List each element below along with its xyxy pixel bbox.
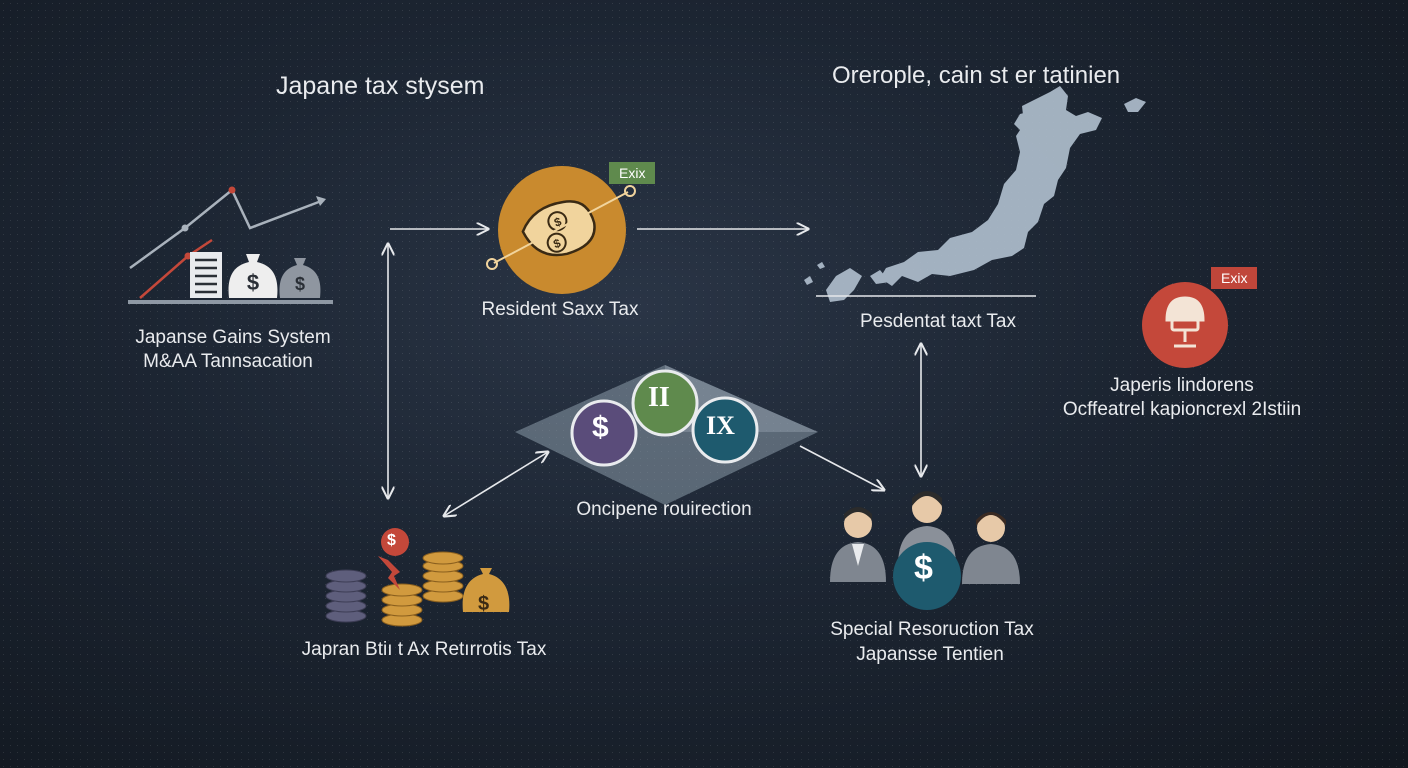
roman-2-badge-text: II bbox=[648, 382, 670, 413]
map-label: Pesdentat taxt Tax bbox=[860, 311, 1016, 332]
right-label-line2: Ocffeatrel kapioncrexl 2Istiin bbox=[1062, 399, 1302, 420]
money-bag-icon: $ bbox=[228, 254, 278, 298]
japan-map-icon bbox=[804, 86, 1146, 302]
people-dollar-badge bbox=[893, 542, 961, 610]
arrow-center-to-people bbox=[799, 445, 884, 490]
lamp-icon bbox=[1165, 296, 1205, 348]
arrow-center-to-bottomleft bbox=[444, 452, 548, 516]
title-left: Japane tax stysem bbox=[276, 72, 485, 100]
right-label-line1: Japeris lindorens bbox=[1110, 375, 1254, 396]
line-chart-icon bbox=[128, 186, 333, 304]
resident-sax-label: Resident Saxx Tax bbox=[481, 299, 639, 320]
roman-9-badge-text: IX bbox=[706, 411, 735, 440]
title-right: Orerople, cain st er tatinien bbox=[832, 62, 1121, 89]
center-node bbox=[515, 365, 818, 505]
money-bag-dollar-text: $ bbox=[478, 593, 490, 615]
gains-label-line2: M&AA Tannsacation bbox=[143, 351, 313, 372]
dollar-badge-text: $ bbox=[592, 411, 609, 444]
person-icon-right bbox=[962, 512, 1020, 584]
svg-text:$: $ bbox=[552, 214, 563, 230]
people-dollar-text: $ bbox=[914, 549, 933, 587]
resident-sax-tag: Exix bbox=[609, 162, 656, 184]
coin-stack-icon bbox=[325, 528, 510, 627]
center-label: Oncipene rouirection bbox=[576, 499, 752, 520]
person-icon bbox=[830, 507, 886, 582]
svg-text:$: $ bbox=[247, 270, 259, 295]
people-label-line2: Japansse Tentien bbox=[856, 644, 1004, 665]
bottom-left-dollar-text: $ bbox=[387, 532, 396, 549]
people-label-line1: Special Resoruction Tax bbox=[830, 619, 1034, 640]
lamp-node bbox=[1142, 282, 1228, 368]
right-tag: Exix bbox=[1211, 267, 1258, 289]
bottom-left-label: Japran Btiı t Ax Retırrotis Tax bbox=[301, 639, 547, 660]
money-bag-icon-small: $ bbox=[279, 258, 321, 298]
document-icon bbox=[190, 252, 222, 298]
gains-label-line1: Japanse Gains System bbox=[135, 327, 331, 348]
resident-sax-node: $ $ bbox=[486, 166, 636, 294]
svg-text:$: $ bbox=[295, 274, 305, 294]
svg-text:$: $ bbox=[552, 236, 563, 252]
